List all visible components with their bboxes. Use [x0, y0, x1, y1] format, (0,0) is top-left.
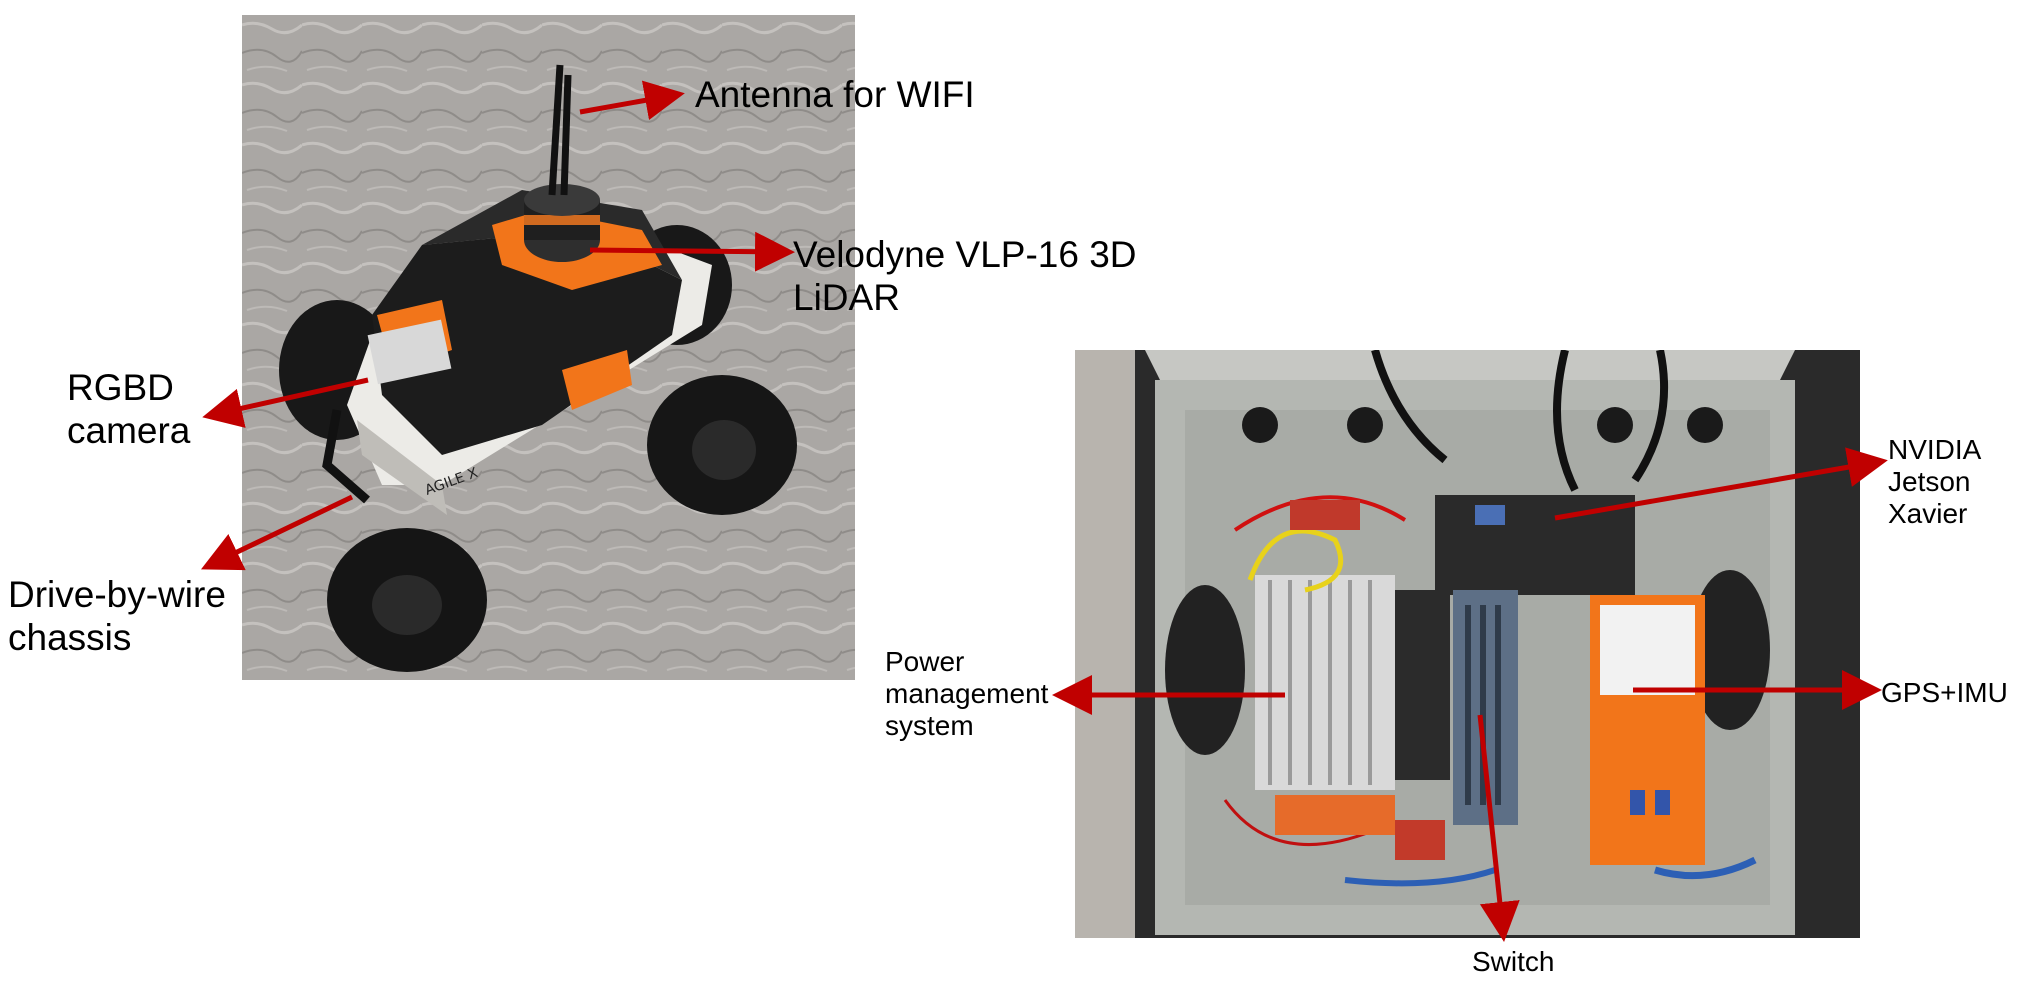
label-antenna: Antenna for WIFI — [695, 74, 975, 115]
label-lidar: Velodyne VLP-16 3D LiDAR — [793, 234, 1137, 318]
label-rgbd-camera: RGBD camera — [67, 367, 191, 451]
antenna — [548, 64, 564, 196]
electronics-box-photo — [1075, 350, 1860, 938]
label-switch: Switch — [1472, 946, 1555, 977]
rgbd-camera — [367, 319, 452, 385]
label-power-management: Power management system — [885, 646, 1049, 742]
power-management-heatsink — [1255, 575, 1450, 790]
robot-body-black — [372, 230, 682, 455]
label-nvidia-jetson: NVIDIA Jetson Xavier — [1888, 434, 1982, 530]
label-chassis: Drive-by-wire chassis — [8, 574, 226, 658]
robot-photo: AGILE X — [242, 15, 855, 680]
nvidia-jetson-board — [1435, 495, 1635, 595]
label-gps-imu: GPS+IMU — [1881, 677, 2008, 708]
